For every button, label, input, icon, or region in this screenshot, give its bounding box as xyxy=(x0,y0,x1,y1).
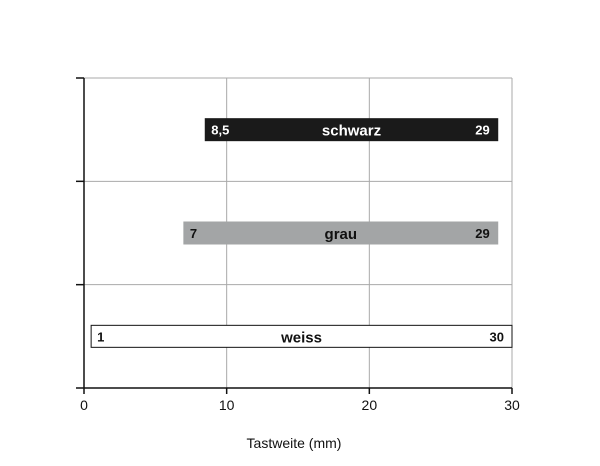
bar-start-label: 8,5 xyxy=(211,123,229,138)
x-tick-label: 10 xyxy=(219,397,235,413)
x-axis-title: Tastweite (mm) xyxy=(247,435,342,451)
bar-category-label: weiss xyxy=(280,329,322,346)
x-tick-label: 0 xyxy=(80,397,88,413)
bar-start-label: 1 xyxy=(97,329,104,344)
bar-end-label: 30 xyxy=(490,329,504,344)
x-tick-label: 20 xyxy=(362,397,378,413)
bar-category-label: schwarz xyxy=(322,123,381,140)
bar-end-label: 29 xyxy=(475,123,489,138)
bar-schwarz xyxy=(204,118,499,142)
x-tick-label: 30 xyxy=(504,397,520,413)
tick-labels: 0 10 20 30 xyxy=(80,397,520,413)
bar-category-label: grau xyxy=(325,226,358,243)
bars: 8,5 schwarz 29 7 grau 29 1 weiss 30 xyxy=(90,118,513,348)
bar-weiss xyxy=(90,324,513,348)
bar-grau xyxy=(183,221,499,245)
bar-start-label: 7 xyxy=(190,226,197,241)
bar-end-label: 29 xyxy=(475,226,489,241)
axes xyxy=(76,77,513,394)
